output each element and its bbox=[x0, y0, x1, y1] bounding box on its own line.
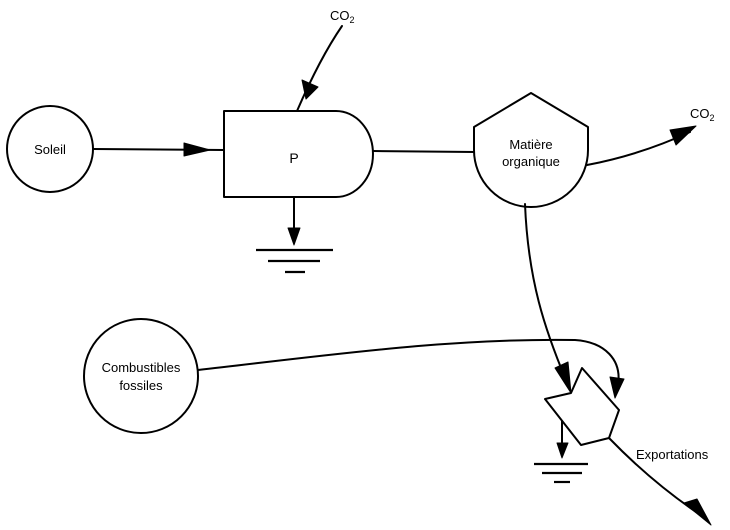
fossil-node: Combustibles fossiles bbox=[83, 318, 199, 434]
storage-label-line1: Matière bbox=[509, 137, 552, 152]
interaction-node bbox=[544, 367, 620, 446]
interaction-heat-sink bbox=[534, 420, 588, 484]
fossil-circle bbox=[83, 318, 199, 434]
flow-line bbox=[197, 338, 620, 386]
arrowhead-icon bbox=[609, 376, 625, 399]
co2-output-label: CO2 bbox=[690, 106, 715, 123]
co2-input-label: CO2 bbox=[330, 8, 355, 25]
fossil-label-line2: fossiles bbox=[119, 378, 163, 393]
arrowhead-icon bbox=[683, 498, 712, 526]
arrowhead-icon bbox=[554, 361, 572, 394]
fossil-label-line1: Combustibles bbox=[102, 360, 181, 375]
exports-label: Exportations bbox=[636, 447, 709, 462]
soleil-node: Soleil bbox=[6, 105, 94, 193]
soleil-label: Soleil bbox=[34, 142, 66, 157]
co2-subscript: 2 bbox=[350, 15, 355, 25]
flow-line bbox=[296, 25, 343, 112]
interaction-shape bbox=[544, 367, 620, 446]
arrowhead-icon bbox=[183, 142, 211, 157]
co2-output: CO2 bbox=[586, 106, 715, 166]
arrowhead-icon bbox=[556, 442, 569, 459]
producer-label: P bbox=[289, 150, 298, 166]
arrowhead-icon bbox=[287, 227, 301, 246]
producer-node: P bbox=[223, 110, 374, 198]
flow-producer-to-storage bbox=[372, 150, 476, 153]
exports-flow: Exportations bbox=[608, 437, 712, 526]
flow-soleil-to-producer bbox=[92, 142, 225, 157]
flow-fossil-to-interaction bbox=[197, 338, 625, 399]
arrowhead-icon bbox=[301, 79, 319, 100]
co2-input: CO2 bbox=[296, 8, 355, 112]
producer-heat-sink bbox=[256, 196, 333, 274]
arrowhead-icon bbox=[669, 125, 697, 146]
storage-label-line2: organique bbox=[502, 154, 560, 169]
producer-shape bbox=[223, 110, 374, 198]
flow-line bbox=[524, 203, 567, 381]
co2-main-text: CO bbox=[690, 106, 710, 121]
storage-shape bbox=[473, 92, 589, 208]
co2-main-text: CO bbox=[330, 8, 350, 23]
flow-storage-to-interaction bbox=[524, 203, 572, 394]
storage-node: Matière organique bbox=[473, 92, 589, 208]
co2-subscript: 2 bbox=[710, 113, 715, 123]
